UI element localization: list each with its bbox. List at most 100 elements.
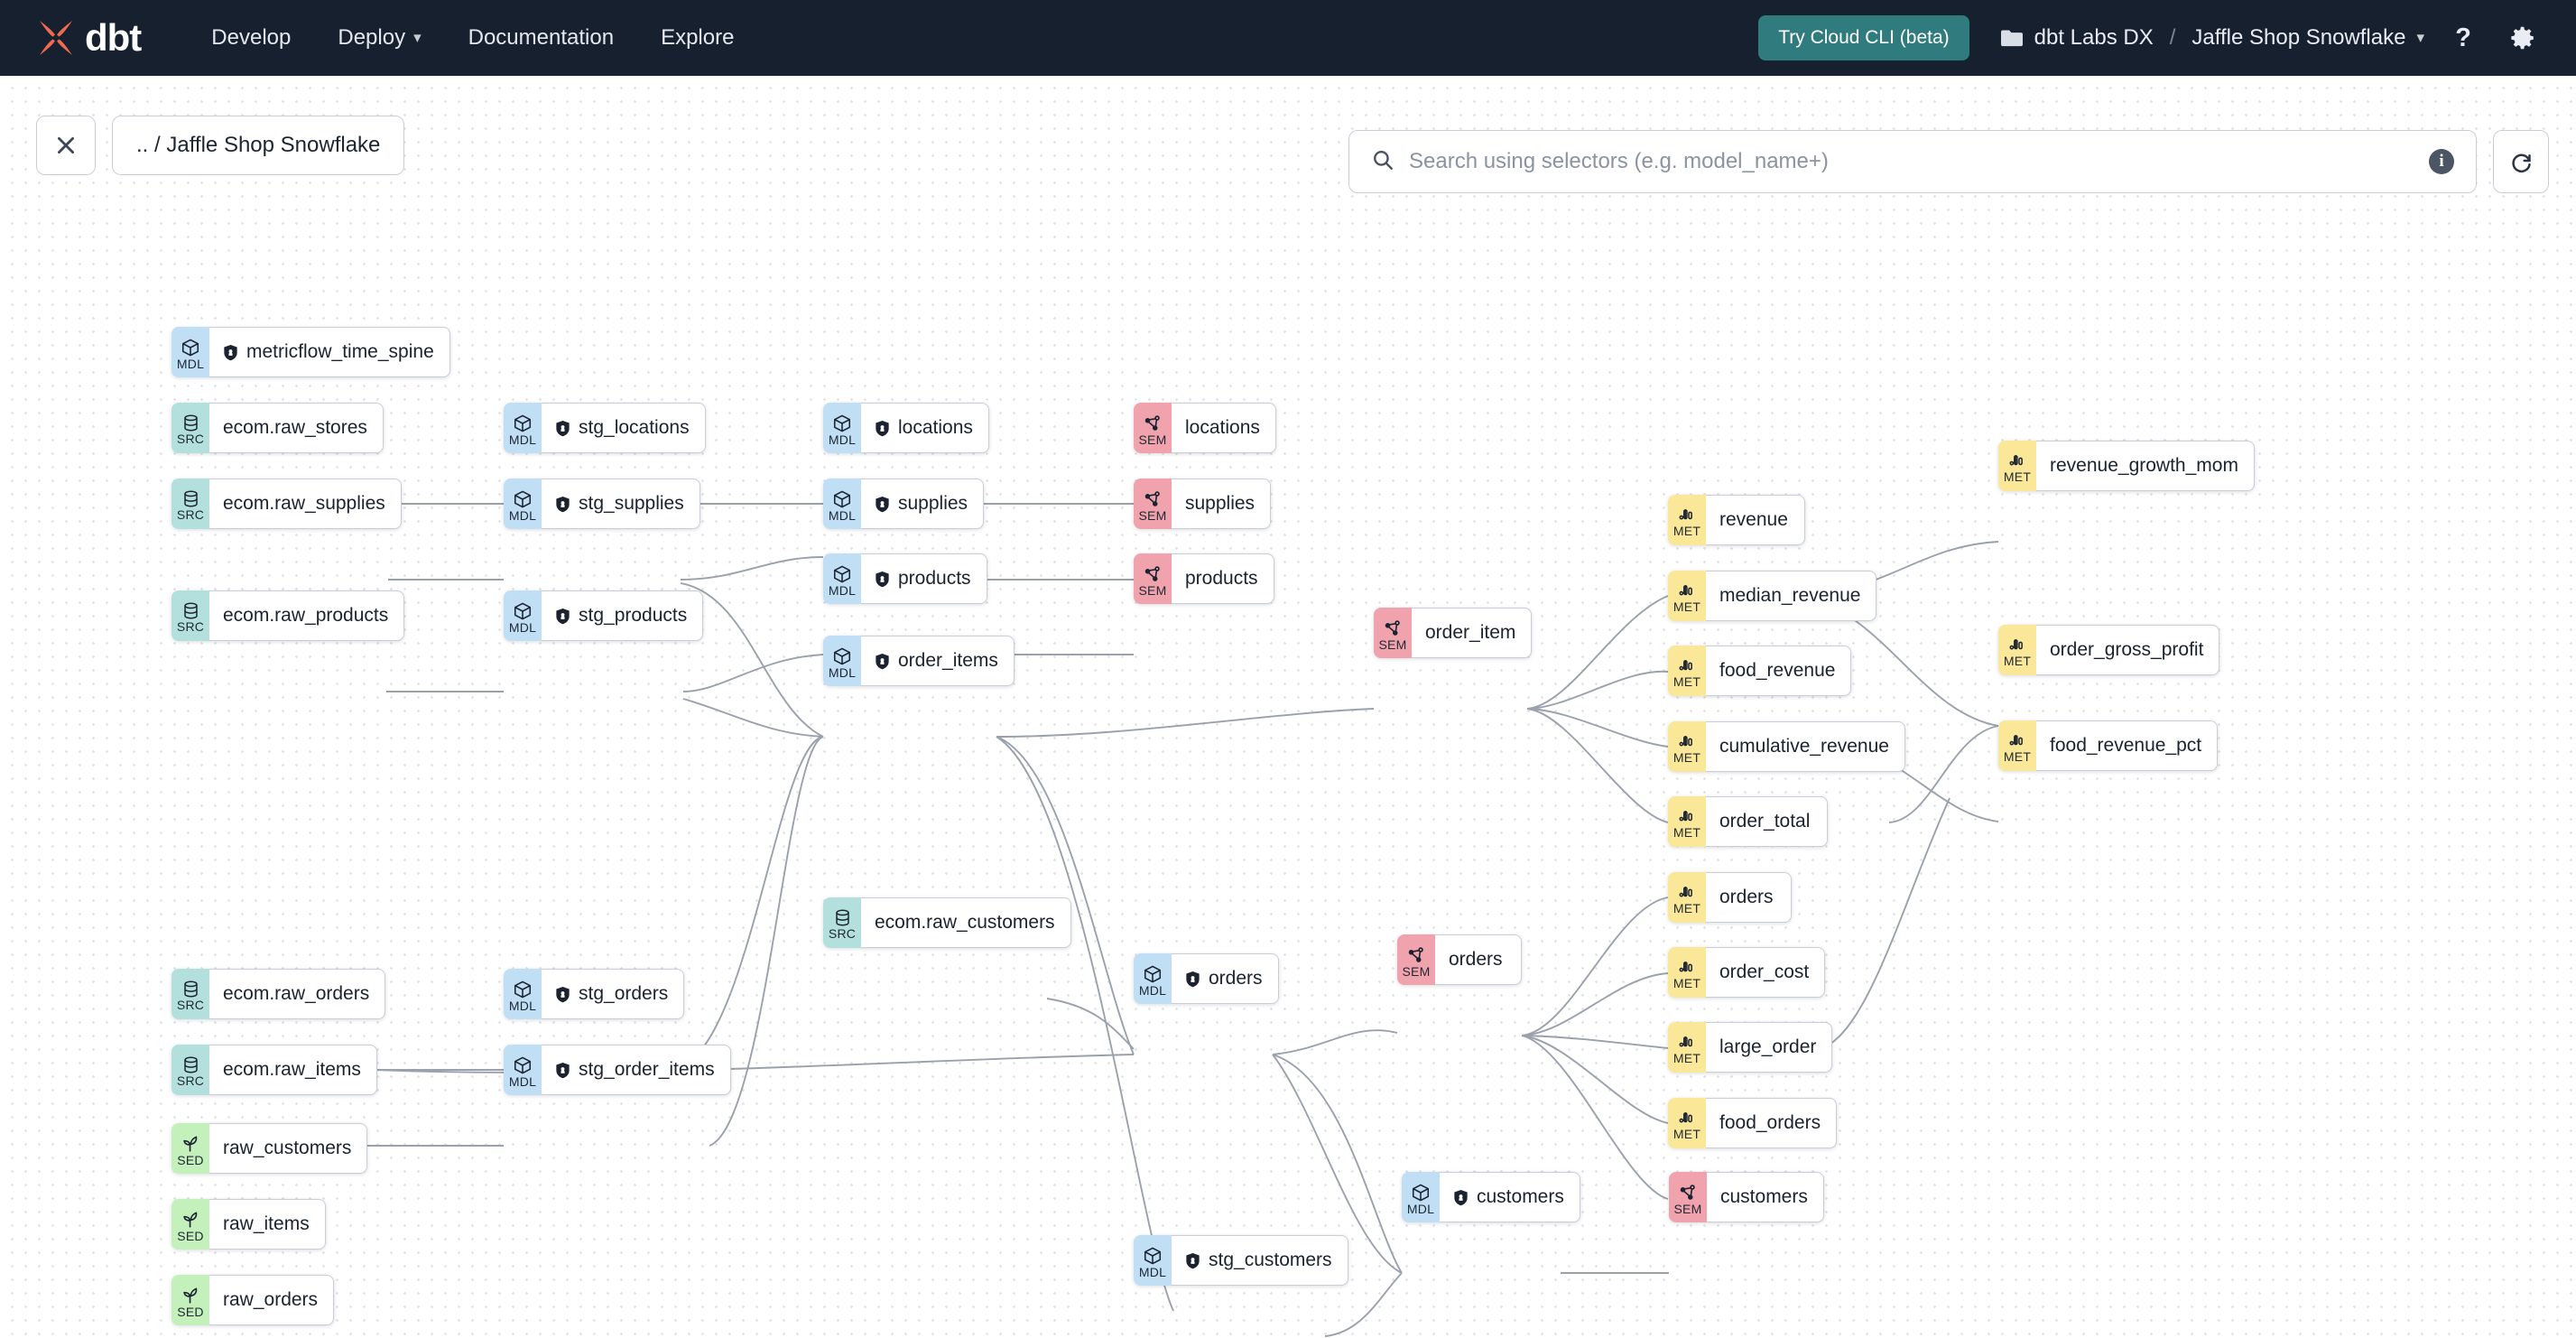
brand[interactable]: dbt (32, 14, 142, 61)
breadcrumb[interactable]: .. / Jaffle Shop Snowflake (112, 116, 405, 175)
lineage-node-mdl_products[interactable]: MDL products (823, 553, 987, 604)
account-name[interactable]: dbt Labs DX (2034, 25, 2154, 50)
lineage-edge (1046, 998, 1135, 1050)
node-label: supplies (1185, 493, 1256, 514)
node-body: order_total (1706, 796, 1828, 847)
brand-wordmark: dbt (85, 16, 142, 59)
node-body: cumulative_revenue (1706, 721, 1905, 772)
chevron-down-icon: ▾ (413, 29, 422, 46)
nav-link-explore-label: Explore (661, 25, 735, 50)
seedling-icon (181, 1286, 200, 1305)
lineage-node-met_order_cost[interactable]: MET order_cost (1668, 947, 1826, 998)
node-body: stg_supplies (542, 479, 700, 529)
lineage-node-src_customers[interactable]: SRC ecom.raw_customers (823, 897, 1071, 948)
node-label: orders (1209, 968, 1263, 989)
gear-icon[interactable] (2502, 17, 2544, 59)
nav-link-deploy[interactable]: Deploy ▾ (314, 16, 444, 60)
node-type-abbr: SRC (176, 432, 205, 446)
network-icon (1143, 413, 1163, 433)
info-icon[interactable]: i (2429, 149, 2454, 174)
node-label: raw_customers (223, 1138, 352, 1158)
node-body: revenue_growth_mom (2036, 441, 2255, 491)
lineage-node-met_food_orders[interactable]: MET food_orders (1668, 1098, 1838, 1148)
node-label: food_orders (1719, 1112, 1821, 1133)
top-navigation-bar: dbt Develop Deploy ▾ Documentation Explo… (0, 0, 2576, 76)
nav-link-documentation[interactable]: Documentation (445, 16, 637, 60)
node-label: products (898, 568, 971, 589)
node-body: order_cost (1706, 947, 1826, 998)
node-type-abbr: MET (1673, 599, 1701, 614)
node-body: ecom.raw_products (209, 590, 405, 641)
nav-link-develop[interactable]: Develop (188, 16, 314, 60)
search-bar[interactable]: i (1348, 130, 2477, 193)
node-body: orders (1172, 953, 1279, 1004)
node-type-badge-met: MET (1668, 1098, 1706, 1148)
node-type-abbr: MET (1673, 975, 1701, 990)
node-label: stg_order_items (579, 1059, 715, 1080)
node-type-abbr: MDL (508, 432, 537, 447)
node-label: stg_orders (579, 983, 669, 1004)
try-cloud-cli-button[interactable]: Try Cloud CLI (beta) (1758, 15, 1969, 60)
node-body: raw_orders (209, 1275, 335, 1325)
shield-icon (875, 571, 890, 588)
node-body: orders (1706, 872, 1792, 923)
node-body: products (861, 553, 987, 604)
refresh-icon[interactable] (2493, 130, 2549, 193)
node-type-badge-mdl: MDL (823, 479, 861, 529)
project-selector[interactable]: Jaffle Shop Snowflake ▾ (2191, 25, 2424, 51)
shield-icon (555, 420, 570, 437)
bar-chart-icon (1677, 1110, 1697, 1128)
network-icon (1383, 618, 1403, 638)
nav-link-explore[interactable]: Explore (637, 16, 757, 60)
cube-icon (832, 564, 852, 584)
shield-icon (1185, 1252, 1200, 1269)
node-type-badge-met: MET (1668, 947, 1706, 998)
question-mark-icon[interactable]: ? (2442, 17, 2484, 59)
node-type-abbr: SRC (828, 926, 857, 941)
node-label: ecom.raw_customers (875, 912, 1055, 933)
node-body: ecom.raw_customers (861, 897, 1071, 948)
node-type-abbr: MDL (828, 582, 857, 598)
node-label: metricflow_time_spine (246, 341, 434, 362)
close-icon[interactable] (36, 116, 96, 175)
search-input[interactable] (1409, 149, 2414, 174)
shield-icon (1185, 971, 1200, 988)
